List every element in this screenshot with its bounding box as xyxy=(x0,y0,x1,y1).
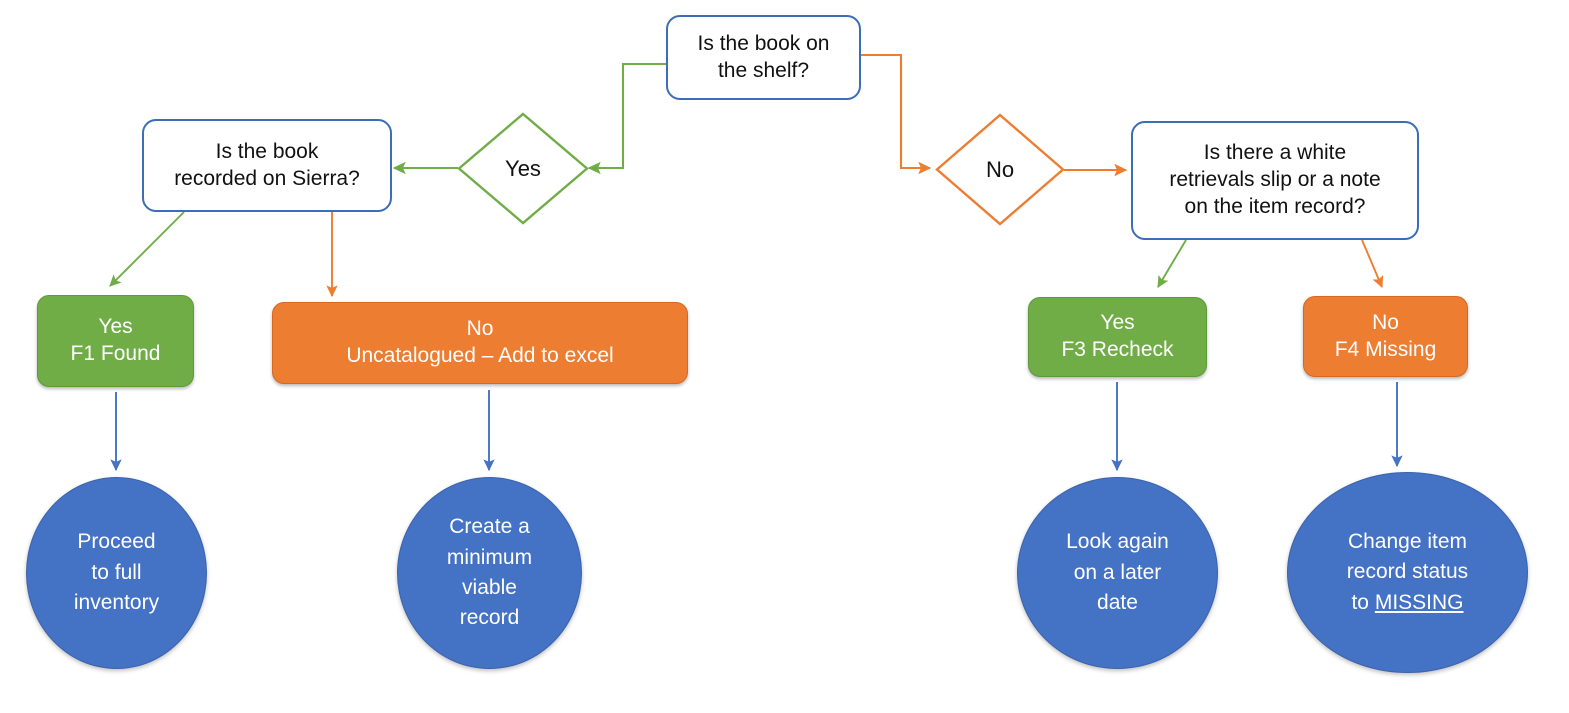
node-f3-recheck[interactable]: Yes F3 Recheck xyxy=(1028,297,1207,377)
no-diamond-label: No xyxy=(985,156,1015,182)
node-f2-uncatalogued[interactable]: No Uncatalogued – Add to excel xyxy=(272,302,688,384)
edge-start-to-no xyxy=(860,53,932,175)
no-diamond-shape xyxy=(935,113,1065,226)
yes-diamond-shape xyxy=(457,112,589,225)
node-start-question[interactable]: Is the book on the shelf? xyxy=(666,15,861,100)
edge-start-to-yes xyxy=(587,62,666,175)
node-create-record[interactable]: Create a minimum viable record xyxy=(397,477,582,669)
node-f4-missing[interactable]: No F4 Missing xyxy=(1303,296,1468,377)
edge-slip-to-f3 xyxy=(1157,239,1187,288)
node-proceed-inventory[interactable]: Proceed to full inventory xyxy=(26,477,207,669)
look-again-text: Look again on a later date xyxy=(1066,530,1169,615)
node-sierra-question[interactable]: Is the book recorded on Sierra? xyxy=(142,119,392,212)
node-no-diamond[interactable]: No xyxy=(935,113,1065,226)
sierra-question-text: Is the book recorded on Sierra? xyxy=(174,139,360,190)
f2-uncatalogued-text: No Uncatalogued – Add to excel xyxy=(346,317,614,367)
node-slip-question[interactable]: Is there a white retrievals slip or a no… xyxy=(1131,121,1419,240)
start-question-text: Is the book on the shelf? xyxy=(697,31,830,82)
change-status-to-word: to xyxy=(1351,590,1375,614)
slip-question-text: Is there a white retrievals slip or a no… xyxy=(1169,141,1381,218)
node-change-status[interactable]: Change item record status to MISSING xyxy=(1287,472,1528,673)
node-yes-diamond[interactable]: Yes xyxy=(457,112,589,225)
edge-slip-to-f4 xyxy=(1361,239,1384,289)
node-f1-found[interactable]: Yes F1 Found xyxy=(37,295,194,387)
change-status-text: Change item record status to MISSING xyxy=(1346,529,1469,614)
missing-status-keyword: MISSING xyxy=(1374,590,1464,614)
proceed-inventory-text: Proceed to full inventory xyxy=(73,530,160,615)
f3-recheck-text: Yes F3 Recheck xyxy=(1061,311,1174,361)
yes-diamond-label: Yes xyxy=(505,155,541,181)
edge-sierra-to-f1 xyxy=(109,211,185,287)
create-record-text: Create a minimum viable record xyxy=(446,515,533,630)
f1-found-text: Yes F1 Found xyxy=(70,315,161,365)
node-look-again[interactable]: Look again on a later date xyxy=(1017,477,1218,669)
f4-missing-text: No F4 Missing xyxy=(1334,310,1437,361)
